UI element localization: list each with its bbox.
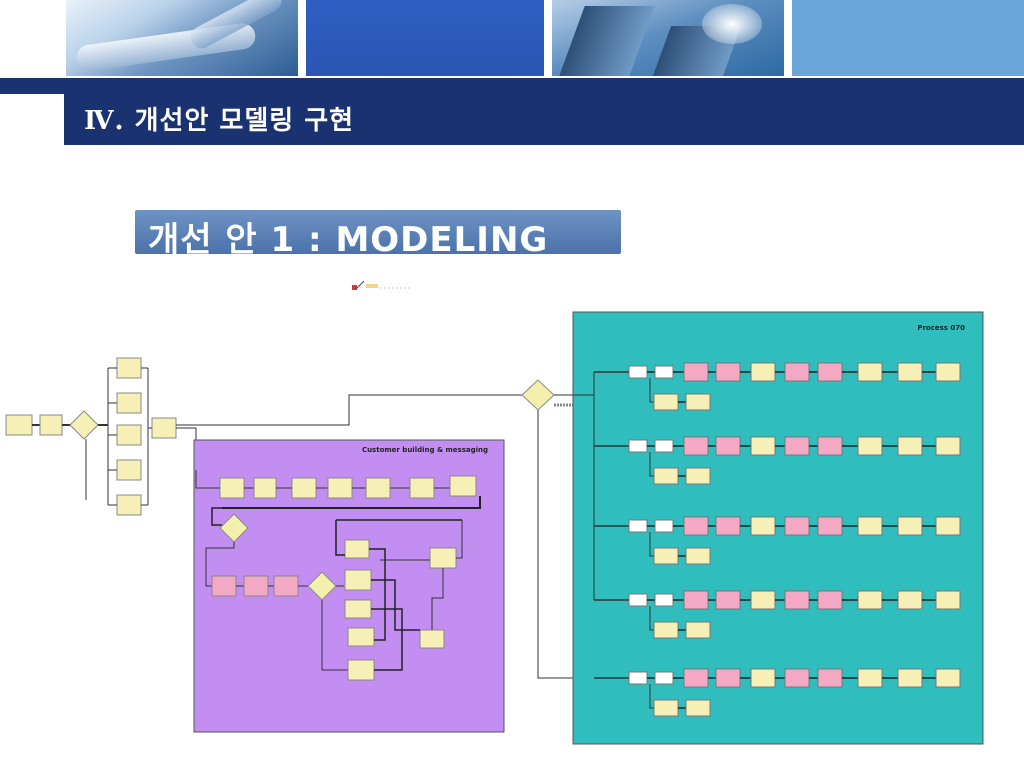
- process-task: [685, 621, 711, 639]
- right-lane-rows: [594, 362, 961, 717]
- process-task: [750, 668, 776, 688]
- process-task: [750, 590, 776, 610]
- process-task: [817, 516, 843, 536]
- process-task: [784, 362, 810, 382]
- process-task: [653, 547, 679, 565]
- process-task: [683, 516, 709, 536]
- section-title: Ⅳ. 개선안 모델링 구현: [84, 106, 355, 136]
- process-task: [817, 590, 843, 610]
- process-task: [685, 699, 711, 717]
- left-lane-title: Customer building & messaging: [362, 446, 488, 454]
- process-task: [683, 590, 709, 610]
- process-task: [628, 671, 648, 685]
- process-task: [750, 362, 776, 382]
- process-task: [857, 668, 883, 688]
- process-task: [628, 519, 648, 533]
- process-task: [784, 590, 810, 610]
- process-task: [750, 516, 776, 536]
- process-task: [935, 590, 961, 610]
- process-task: [784, 436, 810, 456]
- process-task: [628, 365, 648, 379]
- process-task: [683, 436, 709, 456]
- process-task: [654, 593, 674, 607]
- process-task: [654, 439, 674, 453]
- central-decision: [521, 379, 555, 411]
- pencil-icon: [352, 281, 410, 290]
- subtitle-text: 개선 안 1 : MODELING: [148, 220, 549, 260]
- process-task: [653, 699, 679, 717]
- process-task: [683, 668, 709, 688]
- process-task: [935, 668, 961, 688]
- process-task: [715, 436, 741, 456]
- process-task: [685, 547, 711, 565]
- process-task: [817, 362, 843, 382]
- typing-hands-photo: [66, 0, 298, 76]
- process-task: [817, 668, 843, 688]
- process-task: [897, 668, 923, 688]
- process-task: [653, 621, 679, 639]
- process-task: [935, 516, 961, 536]
- process-task: [784, 668, 810, 688]
- left-initial-flow: [5, 357, 522, 516]
- process-task: [935, 362, 961, 382]
- process-task: [857, 516, 883, 536]
- process-task: [628, 593, 648, 607]
- title-bar: [0, 78, 1024, 145]
- process-task: [857, 590, 883, 610]
- process-task: [857, 362, 883, 382]
- process-task: [715, 516, 741, 536]
- light-blue-panel: [792, 0, 1024, 76]
- process-task: [897, 362, 923, 382]
- subtitle-box: [135, 210, 621, 254]
- process-task: [654, 671, 674, 685]
- process-task: [857, 436, 883, 456]
- left-lane: Customer building & messaging: [193, 439, 505, 733]
- skyscraper-photo: [552, 0, 784, 76]
- process-task: [897, 436, 923, 456]
- process-task: [750, 436, 776, 456]
- process-task: [653, 467, 679, 485]
- process-task: [715, 362, 741, 382]
- process-task: [897, 590, 923, 610]
- process-task: [683, 362, 709, 382]
- process-task: [715, 590, 741, 610]
- process-task: [685, 393, 711, 411]
- blue-panel: [306, 0, 544, 76]
- header-banner: [0, 0, 1024, 78]
- right-lane-title: Process 070: [917, 324, 965, 332]
- process-task: [935, 436, 961, 456]
- process-task: [817, 436, 843, 456]
- process-task: [628, 439, 648, 453]
- process-task: [897, 516, 923, 536]
- process-task: [653, 393, 679, 411]
- process-task: [654, 519, 674, 533]
- process-task: [685, 467, 711, 485]
- process-task: [654, 365, 674, 379]
- process-task: [715, 668, 741, 688]
- process-task: [784, 516, 810, 536]
